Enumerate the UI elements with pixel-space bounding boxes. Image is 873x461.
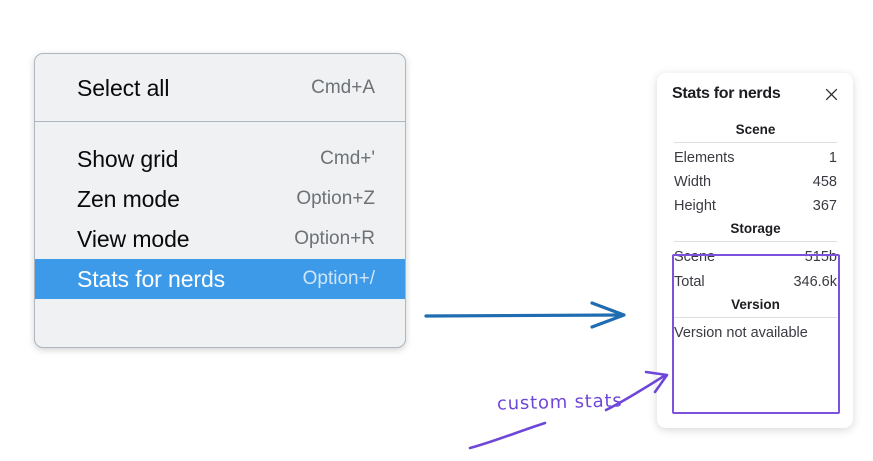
stat-value: 346.6k xyxy=(793,273,837,290)
stat-key: Scene xyxy=(674,249,716,266)
menu-item-select-all[interactable]: Select all Cmd+A xyxy=(35,68,405,108)
stat-row-version: Version not available xyxy=(674,324,808,341)
context-menu-footer-spacer xyxy=(35,299,405,317)
stat-value: 458 xyxy=(812,174,837,191)
stat-key: Total xyxy=(674,273,705,290)
blue-arrow-annotation xyxy=(424,301,626,329)
section-title-scene: Scene xyxy=(735,122,776,137)
section-rule xyxy=(674,316,837,318)
menu-item-shortcut: Cmd+A xyxy=(311,77,375,98)
stats-panel-header: Stats for nerds xyxy=(672,85,839,103)
stat-value: 1 xyxy=(828,150,837,166)
section-title-storage: Storage xyxy=(730,221,781,237)
stat-key: Elements xyxy=(674,150,735,166)
menu-item-stats-for-nerds[interactable]: Stats for nerds Option+/ xyxy=(35,259,405,299)
section-rule xyxy=(674,241,837,243)
menu-divider xyxy=(35,121,405,122)
menu-item-label: Stats for nerds xyxy=(77,265,226,292)
menu-item-label: Select all xyxy=(77,74,170,101)
stat-key: Width xyxy=(674,174,712,191)
stats-panel-title: Stats for nerds xyxy=(672,85,781,102)
menu-item-view-mode[interactable]: View mode Option+R xyxy=(35,219,405,259)
stat-row-height: Height 367 xyxy=(672,194,839,218)
menu-item-shortcut: Cmd+' xyxy=(320,148,375,169)
menu-item-label: Zen mode xyxy=(77,185,180,212)
menu-item-shortcut: Option+R xyxy=(294,228,375,249)
menu-item-label: View mode xyxy=(77,225,190,252)
section-rule xyxy=(674,142,837,143)
menu-item-zen-mode[interactable]: Zen mode Option+Z xyxy=(35,179,405,219)
stat-key: Height xyxy=(674,198,716,215)
section-title-version: Version xyxy=(731,296,780,312)
menu-item-shortcut: Option+/ xyxy=(302,268,375,289)
menu-item-label: Show grid xyxy=(77,145,179,172)
stat-row-storage-scene: Scene 515b xyxy=(672,245,839,269)
stats-for-nerds-panel: Stats for nerds Scene Elements 1 Width 4… xyxy=(657,73,853,428)
menu-item-shortcut: Option+Z xyxy=(296,188,375,209)
stat-value: 367 xyxy=(812,198,837,215)
menu-item-show-grid[interactable]: Show grid Cmd+' xyxy=(35,139,405,179)
context-menu-group-1: Select all Cmd+A xyxy=(35,54,405,121)
stat-row-elements: Elements 1 xyxy=(672,146,839,170)
annotation-custom-stats-label: custom stats xyxy=(496,390,623,415)
purple-underline-stroke xyxy=(468,421,547,450)
stat-row-storage-total: Total 346.6k xyxy=(672,270,839,294)
close-icon[interactable] xyxy=(823,86,839,102)
context-menu-group-2: Show grid Cmd+' Zen mode Option+Z View m… xyxy=(35,122,405,317)
stat-row-width: Width 458 xyxy=(672,170,839,194)
canvas-context-menu[interactable]: Select all Cmd+A Show grid Cmd+' Zen mod… xyxy=(34,53,406,348)
stat-value: 515b xyxy=(804,249,837,266)
